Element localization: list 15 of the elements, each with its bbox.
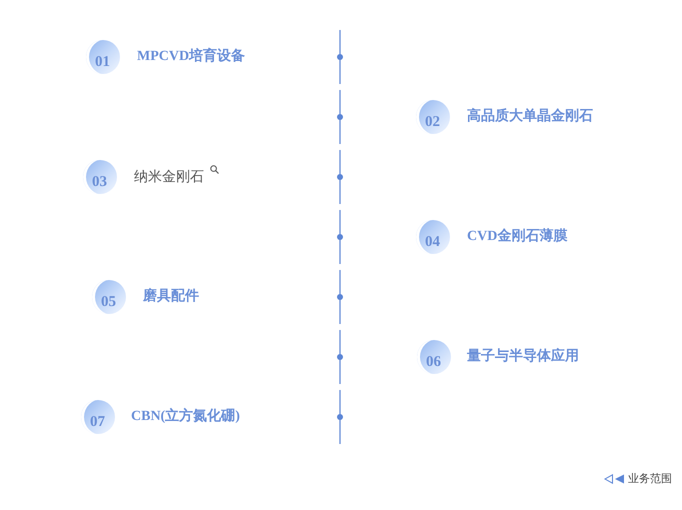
number-circle: 01 (86, 40, 120, 74)
number-circle: 07 (81, 400, 115, 434)
number-circle: 05 (92, 280, 126, 314)
item-title: 量子与半导体应用 (467, 348, 579, 366)
item-title: 高品质大单晶金刚石 (467, 108, 593, 126)
item-title: MPCVD培育设备 (137, 48, 246, 66)
number-circle: 06 (417, 340, 451, 374)
item-title: 纳米金刚石 (134, 168, 204, 186)
item-title: 磨具配件 (143, 288, 199, 306)
section-link: 业务范围 (628, 471, 672, 486)
number-circle: 02 (416, 100, 450, 134)
number-circle: 04 (416, 220, 450, 254)
item-title: CBN(立方氮化硼) (131, 408, 240, 426)
item-title: CVD金刚石薄膜 (467, 228, 568, 246)
number-circle: 03 (83, 160, 117, 194)
